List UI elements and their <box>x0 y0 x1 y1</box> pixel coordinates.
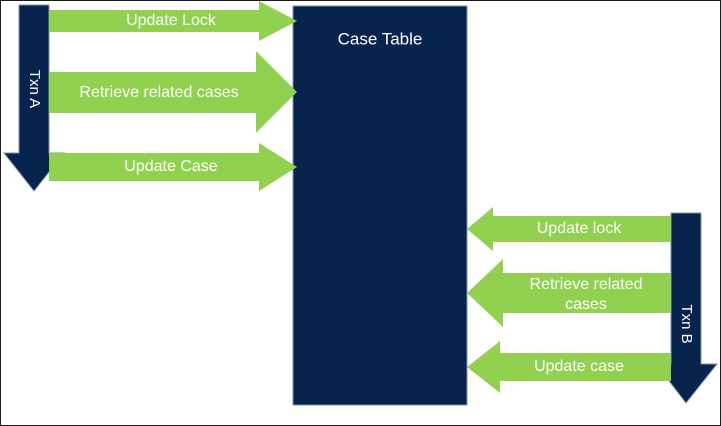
txn-a-label: Txn A <box>26 70 43 108</box>
case-table-label: Case Table <box>338 29 423 48</box>
arrow-update-lock-label: Update Lock <box>126 12 217 29</box>
arrow-retrieve-related-cases-b-shape <box>467 259 671 327</box>
arrow-update-case: Update Case <box>49 143 297 191</box>
arrow-update-case-label: Update Case <box>124 158 217 175</box>
arrow-update-lock: Update Lock <box>49 1 297 41</box>
arrow-update-lock-b-label: Update lock <box>537 220 622 237</box>
arrow-update-lock-b: Update lock <box>467 207 671 251</box>
arrow-update-lock-shape <box>49 1 297 41</box>
arrow-retrieve-related-cases: Retrieve related cases <box>49 51 297 133</box>
case-table-rect <box>292 5 468 406</box>
arrow-update-case-b: Update case <box>467 341 671 393</box>
arrow-retrieve-related-cases-label: Retrieve related cases <box>79 84 238 101</box>
arrow-retrieve-related-cases-b-label-line2: cases <box>565 296 607 313</box>
arrow-update-case-b-shape <box>467 341 671 393</box>
case-table-box: Case Table <box>292 5 468 406</box>
arrow-retrieve-related-cases-shape <box>49 51 297 133</box>
arrow-update-lock-b-shape <box>467 207 671 251</box>
arrow-retrieve-related-cases-b: Retrieve related cases <box>467 259 671 327</box>
arrow-update-case-shape <box>49 143 297 191</box>
arrow-update-case-b-label: Update case <box>534 358 624 375</box>
txn-b-label: Txn B <box>678 304 695 343</box>
arrow-retrieve-related-cases-b-label-line1: Retrieve related <box>530 276 643 293</box>
